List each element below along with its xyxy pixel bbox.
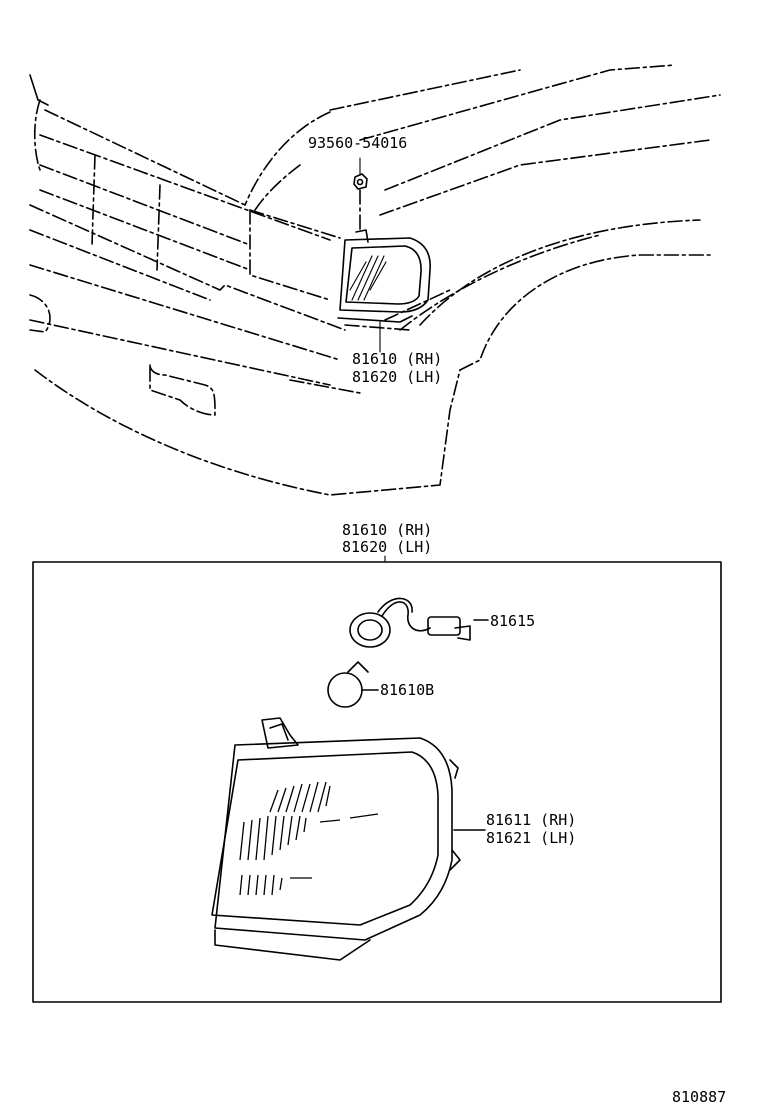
box-title-lh: 81620 (LH) xyxy=(342,538,432,556)
lamp-lens-icon xyxy=(211,717,461,961)
callout-lens-rh: 81611 (RH) xyxy=(486,811,576,829)
callout-lamp-lh: 81620 (LH) xyxy=(352,368,442,386)
callout-nut: 93560-54016 xyxy=(308,134,407,152)
callout-lens-lh: 81621 (LH) xyxy=(486,829,576,847)
exploded-view-frame xyxy=(32,561,722,1003)
vehicle-front-outline xyxy=(29,64,721,496)
callout-lamp-rh: 81610 (RH) xyxy=(352,350,442,368)
illustration-number: 810887 xyxy=(672,1088,726,1106)
socket-icon xyxy=(349,597,489,648)
box-title-rh: 81610 (RH) xyxy=(342,521,432,539)
callout-bulb: 81610B xyxy=(380,681,434,699)
nut-icon xyxy=(353,173,368,190)
installed-clearance-lamp xyxy=(337,229,431,323)
callout-socket: 81615 xyxy=(490,612,535,630)
bulb-icon xyxy=(327,661,379,708)
